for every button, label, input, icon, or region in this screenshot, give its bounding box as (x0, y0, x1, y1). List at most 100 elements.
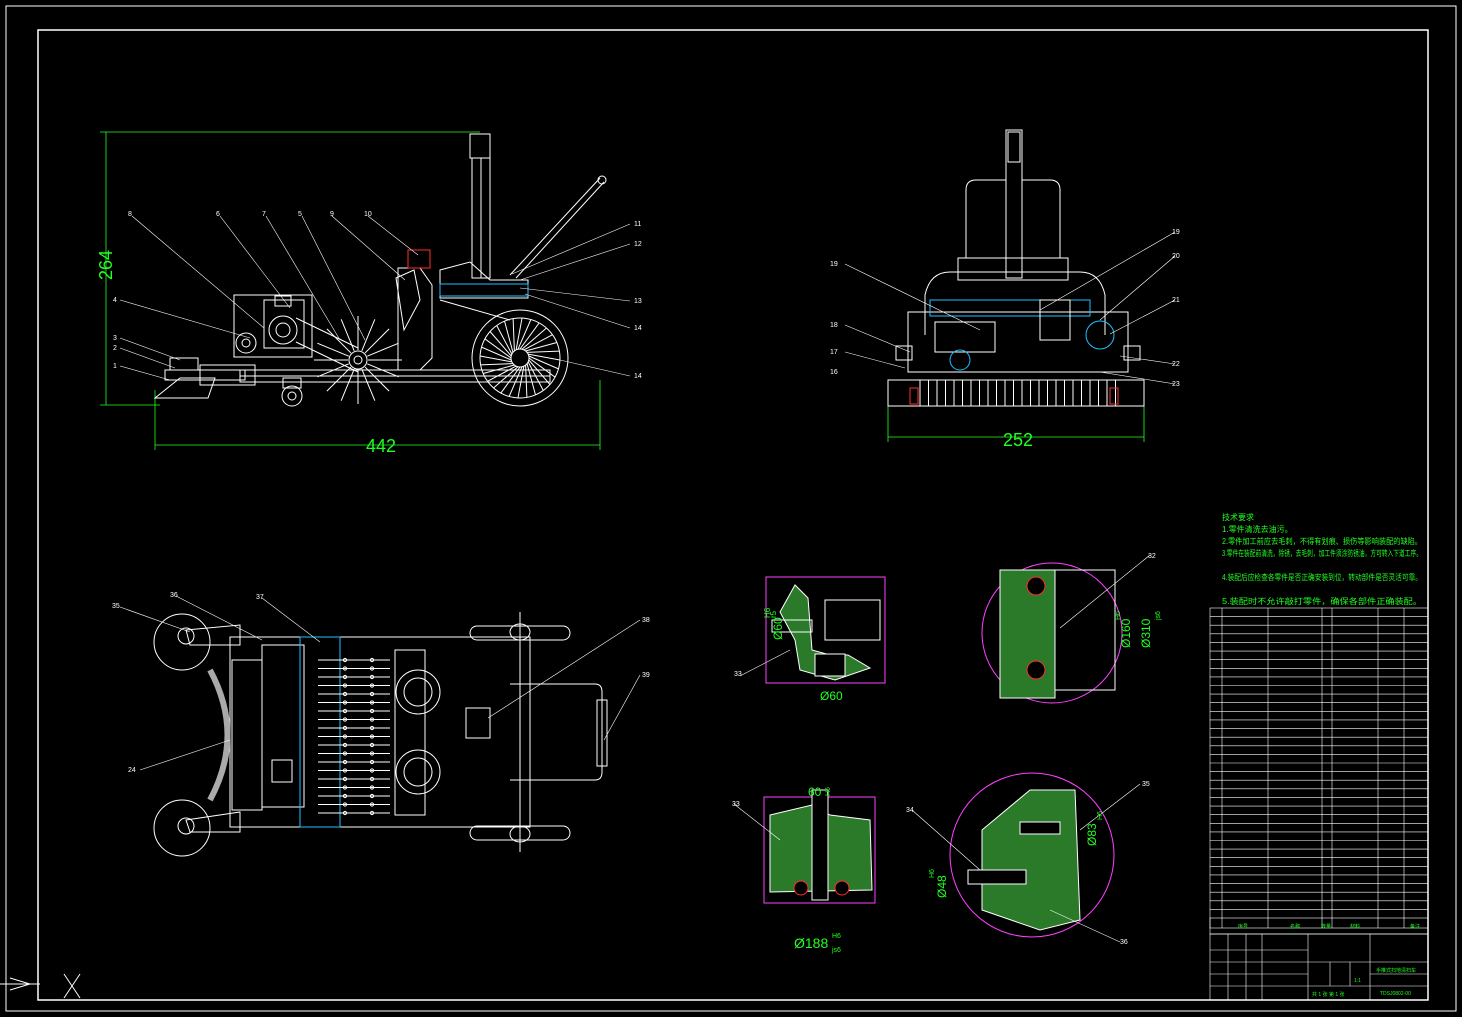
top-bristle-dot (342, 725, 348, 731)
top-view (119, 595, 641, 857)
outer-border (5, 5, 1457, 1012)
top-bristle-dot (369, 717, 375, 722)
dim-a-hub: Ø60 (820, 689, 843, 703)
balloon: 20 (1172, 253, 1180, 260)
top-bristle-dot (369, 810, 375, 816)
balloon: 4 (113, 297, 117, 304)
balloon: 14 (634, 325, 642, 332)
wheel-spoke (512, 318, 515, 351)
front-view (844, 129, 1176, 442)
balloon: 7 (262, 211, 266, 218)
wheel-spoke (519, 322, 540, 350)
top-bristle-dot (369, 700, 375, 705)
parts-list (1209, 607, 1429, 935)
balloon: 36 (1120, 939, 1128, 946)
wheel-spoke (528, 353, 561, 361)
top-bristle-dot (369, 785, 375, 790)
brush-bristle (361, 369, 376, 401)
wheel-spoke (480, 363, 513, 366)
balloon: 36 (170, 592, 178, 599)
wheel-spoke (487, 365, 517, 382)
wheel-spoke (525, 365, 528, 398)
top-bristle-dot (369, 759, 375, 765)
brush-bristle (340, 369, 355, 401)
top-bristle-dot (369, 776, 375, 782)
tech-note: 3.零件在装配前清洗，除锈，去毛刺，加工件须涂防锈油，方可转入下道工序。 (1222, 548, 1422, 558)
top-bristle-dot (342, 751, 348, 756)
top-bristle-dot (342, 691, 348, 697)
dim-c-od-fit1: H6 (832, 933, 841, 940)
balloon: 1 (113, 363, 117, 370)
balloon: 14 (634, 373, 642, 380)
dim-b-d2: Ø310 (1139, 618, 1153, 648)
parts-header-seq: 序号 (1238, 923, 1248, 930)
wheel-spoke (484, 338, 512, 359)
brush-bristle (326, 328, 352, 354)
balloon: 13 (634, 298, 642, 305)
top-bristle-dot (369, 751, 375, 756)
top-bristle-dot (369, 802, 375, 807)
wheel-spoke (517, 366, 525, 399)
dim-a-fit-bot: r5 (769, 610, 778, 618)
balloon: 35 (1142, 781, 1150, 788)
wheel-spoke (493, 366, 519, 389)
balloon: 38 (642, 617, 650, 624)
balloon: 16 (830, 369, 838, 376)
wheel-spoke (526, 363, 536, 396)
balloon: 32 (1148, 553, 1156, 560)
brush-bristle (317, 363, 349, 378)
dim-b-fit1: H6 (1115, 611, 1122, 620)
balloon: 10 (364, 211, 372, 218)
balloon: 24 (128, 767, 136, 774)
wheel-spoke (479, 355, 512, 363)
dim-d-od-fit: H6 (1097, 811, 1104, 820)
balloon: 3 (113, 335, 117, 342)
top-bristle-dot (342, 734, 348, 739)
wheel-spoke (489, 331, 512, 357)
drawing-number: TDSJ0802-00 (1380, 991, 1411, 997)
drawing-sheet: 共 1 张 第 1 张 (1312, 991, 1345, 998)
balloon: 6 (216, 211, 220, 218)
brush-bristle (367, 342, 399, 357)
wheel-spoke (508, 366, 523, 397)
top-bristle-dot (342, 793, 348, 799)
wheel-spoke (528, 359, 551, 385)
detail-d (911, 772, 1141, 943)
tech-notes-heading: 技术要求 (1222, 512, 1254, 522)
top-bristle-dot (342, 666, 348, 671)
parts-header-name: 名称 (1290, 923, 1300, 930)
tech-note: 5.装配时不允许敲打零件，确保各部件正确装配。 (1222, 596, 1422, 606)
dim-c-od-fit2: js6 (831, 947, 841, 954)
top-bristle-dot (342, 708, 348, 714)
top-bristle-dot (369, 768, 375, 773)
title-block (1209, 933, 1429, 1001)
top-bristle-dot (342, 700, 348, 705)
wheel-spoke (482, 364, 515, 374)
top-bristle-dot (342, 657, 348, 663)
balloon: 17 (830, 349, 838, 356)
wheel-spoke (504, 320, 514, 353)
top-bristle-dot (342, 742, 348, 748)
tech-note: 2.零件加工前应去毛刺，不得有划痕、损伤等影响装配的缺陷。 (1222, 536, 1422, 546)
balloon: 37 (256, 594, 264, 601)
dim-c-bore: 60 (808, 785, 822, 799)
wheel-spoke (528, 355, 559, 370)
side-view (100, 131, 631, 450)
top-bristle-dot (369, 657, 375, 663)
top-bristle-dot (369, 708, 375, 714)
top-bristle-dot (342, 776, 348, 782)
balloon: 9 (330, 211, 334, 218)
top-bristle-dot (342, 674, 348, 680)
dim-d-bore: Ø48 (935, 875, 949, 898)
top-bristle-dot (369, 742, 375, 748)
dim-front-width: 252 (1003, 430, 1033, 450)
wheel-spoke (496, 325, 513, 355)
detail-a (739, 576, 886, 684)
parts-header-mat: 材料 (1350, 923, 1360, 930)
dim-b-fit2: js6 (1155, 611, 1162, 621)
balloon: 2 (113, 345, 117, 352)
top-bristle-dot (342, 717, 348, 722)
brush-bristle (340, 319, 355, 351)
balloon: 33 (734, 671, 742, 678)
balloon: 21 (1172, 297, 1180, 304)
